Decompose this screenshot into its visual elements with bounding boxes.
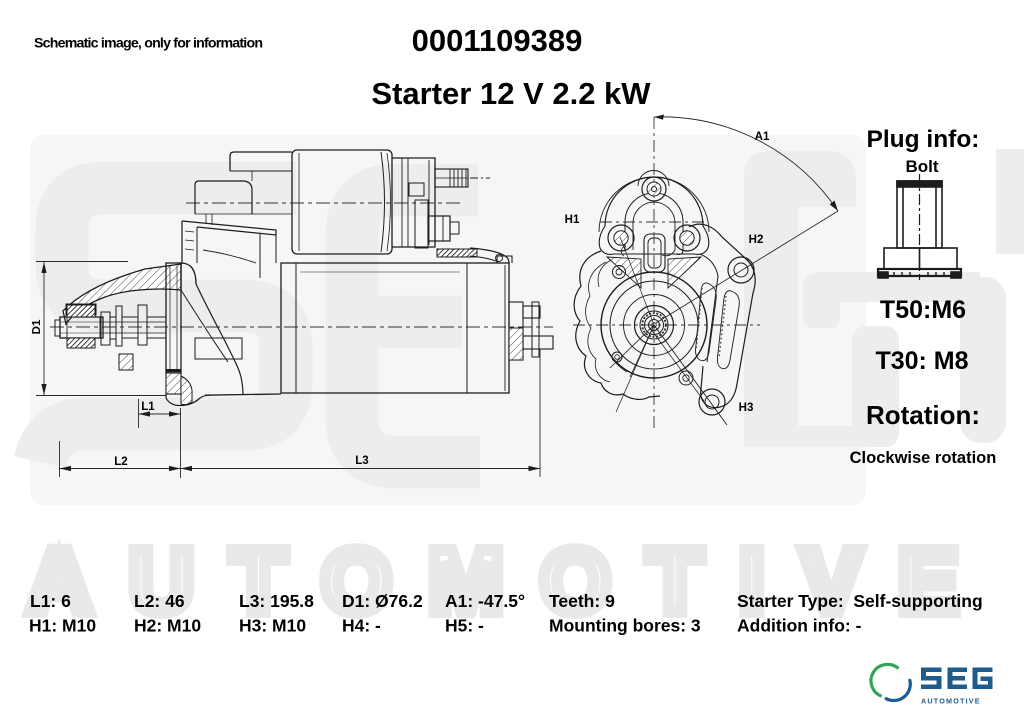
- svg-text:H4: -: H4: -: [342, 616, 381, 636]
- svg-text:D1: D1: [31, 319, 43, 334]
- svg-text:AUTOMOTIVE: AUTOMOTIVE: [27, 532, 995, 632]
- svg-text:H1: M10: H1: M10: [29, 616, 96, 636]
- svg-text:L2: 46: L2: 46: [134, 591, 185, 611]
- svg-text:H2: M10: H2: M10: [134, 616, 201, 636]
- svg-text:Starter Type: Self-supporting: Starter Type: Self-supporting: [737, 591, 983, 611]
- svg-text:A1: -47.5°: A1: -47.5°: [445, 591, 525, 611]
- svg-text:H2: H2: [749, 234, 764, 246]
- svg-text:D1: Ø76.2: D1: Ø76.2: [342, 591, 423, 611]
- svg-text:T50:M6: T50:M6: [880, 296, 966, 324]
- svg-text:Clockwise rotation: Clockwise rotation: [850, 449, 997, 467]
- svg-text:H5: -: H5: -: [445, 616, 484, 636]
- svg-text:Plug info:: Plug info:: [867, 126, 980, 153]
- svg-text:L2: L2: [114, 456, 127, 468]
- svg-text:AUTOMOTIVE: AUTOMOTIVE: [921, 697, 981, 706]
- svg-text:0001109389: 0001109389: [412, 23, 583, 58]
- svg-text:H3: H3: [739, 402, 754, 414]
- svg-text:Mounting bores: 3: Mounting bores: 3: [549, 616, 701, 636]
- svg-text:L3: L3: [355, 455, 368, 467]
- svg-text:L3: 195.8: L3: 195.8: [239, 591, 314, 611]
- svg-text:H1: H1: [565, 214, 580, 226]
- svg-text:Rotation:: Rotation:: [866, 400, 980, 430]
- svg-text:H3: M10: H3: M10: [239, 616, 306, 636]
- svg-text:T30: M8: T30: M8: [875, 347, 968, 375]
- svg-text:A1: A1: [755, 131, 770, 143]
- svg-text:Addition info: -: Addition info: -: [737, 616, 862, 636]
- svg-text:L1: L1: [141, 401, 155, 413]
- svg-text:Schematic image, only for info: Schematic image, only for information: [34, 36, 262, 52]
- svg-text:Starter 12 V 2.2 kW: Starter 12 V 2.2 kW: [371, 76, 651, 111]
- svg-text:L1: 6: L1: 6: [30, 591, 71, 611]
- svg-text:Bolt: Bolt: [905, 157, 938, 176]
- svg-text:Teeth: 9: Teeth: 9: [549, 591, 615, 611]
